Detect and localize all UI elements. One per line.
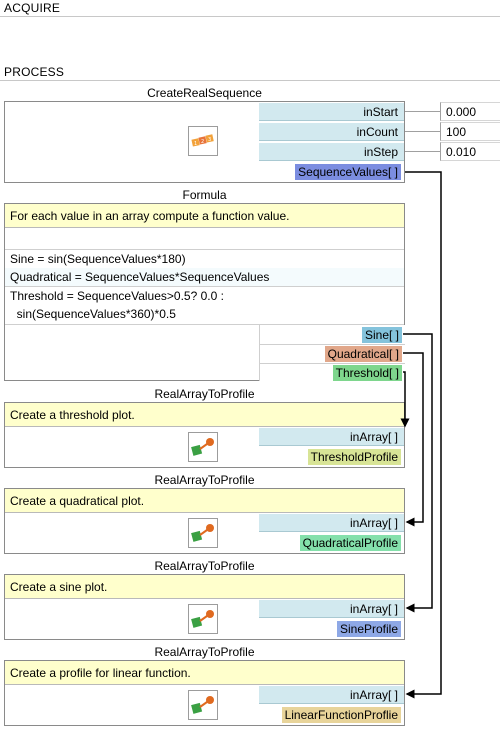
port-sine-profile[interactable]: SineProfile	[259, 619, 404, 638]
in-array-label: inArray[ ]	[349, 687, 398, 702]
formula-line-quadratical: Quadratical = SequenceValues*SequenceVal…	[5, 268, 404, 287]
array-to-profile-icon	[188, 518, 218, 548]
port-sequence-values[interactable]: SequenceValues[ ]	[259, 162, 404, 181]
port-in-array[interactable]: inArray[ ]	[259, 599, 404, 618]
process-section-divider	[0, 80, 500, 81]
array-to-profile-icon	[188, 604, 218, 634]
port-threshold-output[interactable]: Threshold[ ]	[260, 363, 405, 382]
in-count-value[interactable]: 100	[440, 122, 500, 141]
port-in-count-label: inCount	[356, 124, 398, 139]
port-linear-function-profile[interactable]: LinearFunctionProflie	[259, 705, 404, 724]
wire-sine-to-sine-profile	[403, 333, 433, 613]
profile-threshold-filter[interactable]: Create a threshold plot. inArray[ ] Thre…	[4, 402, 405, 468]
profile-threshold-title: RealArrayToProfile	[154, 387, 255, 401]
profile-linear-title: RealArrayToProfile	[154, 645, 255, 659]
profile-quadratical-description: Create a quadratical plot.	[5, 489, 404, 513]
wire-sequence-to-linear	[405, 171, 442, 699]
in-array-label: inArray[ ]	[349, 515, 398, 530]
in-step-connector	[405, 151, 440, 152]
formula-description: For each value in an array compute a fun…	[5, 204, 404, 228]
create-real-sequence-filter[interactable]: 1 2 3 inStart inCount inStep SequenceVal…	[4, 101, 405, 183]
port-sine-output[interactable]: Sine[ ]	[260, 325, 405, 344]
sequence-values-output-label: SequenceValues[ ]	[295, 163, 401, 180]
in-count-connector	[405, 131, 440, 132]
quadratical-output-label: Quadratical[ ]	[324, 346, 402, 362]
profile-threshold-description: Create a threshold plot.	[5, 403, 404, 427]
in-array-label: inArray[ ]	[349, 601, 398, 616]
port-in-start[interactable]: inStart	[259, 102, 404, 121]
formula-separator-2	[5, 324, 404, 325]
port-in-array[interactable]: inArray[ ]	[259, 513, 404, 532]
port-in-start-label: inStart	[363, 104, 398, 119]
process-section-label: PROCESS	[4, 65, 65, 79]
formula-line-threshold-1: Threshold = SequenceValues>0.5? 0.0 :	[10, 289, 224, 303]
quadratical-profile-label: QuadraticalProfile	[299, 534, 401, 551]
formula-line-sine: Sine = sin(SequenceValues*180)	[5, 250, 404, 269]
acquire-section-divider	[0, 16, 500, 17]
sequence-123-icon: 1 2 3	[188, 126, 218, 156]
svg-text:2: 2	[201, 139, 204, 145]
port-in-step[interactable]: inStep	[259, 142, 404, 161]
formula-separator	[5, 249, 404, 250]
acquire-section-label: ACQUIRE	[4, 1, 61, 15]
profile-sine-title: RealArrayToProfile	[154, 559, 255, 573]
port-in-step-label: inStep	[363, 144, 398, 159]
svg-text:3: 3	[208, 137, 211, 143]
formula-title: Formula	[182, 188, 227, 202]
port-in-array[interactable]: inArray[ ]	[259, 685, 404, 704]
formula-line-threshold-2: sin(SequenceValues*360)*0.5	[10, 307, 176, 321]
port-in-count[interactable]: inCount	[259, 122, 404, 141]
profile-quadratical-filter[interactable]: Create a quadratical plot. inArray[ ] Qu…	[4, 488, 405, 554]
threshold-profile-label: ThresholdProfile	[307, 448, 401, 465]
port-quadratical-profile[interactable]: QuadraticalProfile	[259, 533, 404, 552]
linear-function-profile-label: LinearFunctionProflie	[281, 706, 401, 723]
in-start-value[interactable]: 0.000	[440, 102, 500, 121]
profile-linear-filter[interactable]: Create a profile for linear function. in…	[4, 660, 405, 726]
in-array-label: inArray[ ]	[349, 429, 398, 444]
port-threshold-profile[interactable]: ThresholdProfile	[259, 447, 404, 466]
array-to-profile-icon	[188, 690, 218, 720]
profile-sine-filter[interactable]: Create a sine plot. inArray[ ] SineProfi…	[4, 574, 405, 640]
profile-linear-description: Create a profile for linear function.	[5, 661, 404, 685]
wire-quadratical-to-quadratical-profile	[403, 352, 424, 527]
array-to-profile-icon	[188, 432, 218, 462]
sine-output-label: Sine[ ]	[361, 326, 402, 343]
port-in-array[interactable]: inArray[ ]	[259, 427, 404, 446]
in-step-value[interactable]: 0.010	[440, 142, 500, 161]
svg-text:1: 1	[194, 141, 197, 147]
port-quadratical-output[interactable]: Quadratical[ ]	[260, 344, 405, 363]
formula-filter[interactable]: For each value in an array compute a fun…	[4, 203, 405, 382]
profile-sine-description: Create a sine plot.	[5, 575, 404, 599]
profile-quadratical-title: RealArrayToProfile	[154, 473, 255, 487]
create-real-sequence-title: CreateRealSequence	[147, 86, 262, 100]
threshold-output-label: Threshold[ ]	[332, 365, 402, 381]
sine-profile-label: SineProfile	[336, 620, 401, 637]
in-start-connector	[405, 111, 440, 112]
